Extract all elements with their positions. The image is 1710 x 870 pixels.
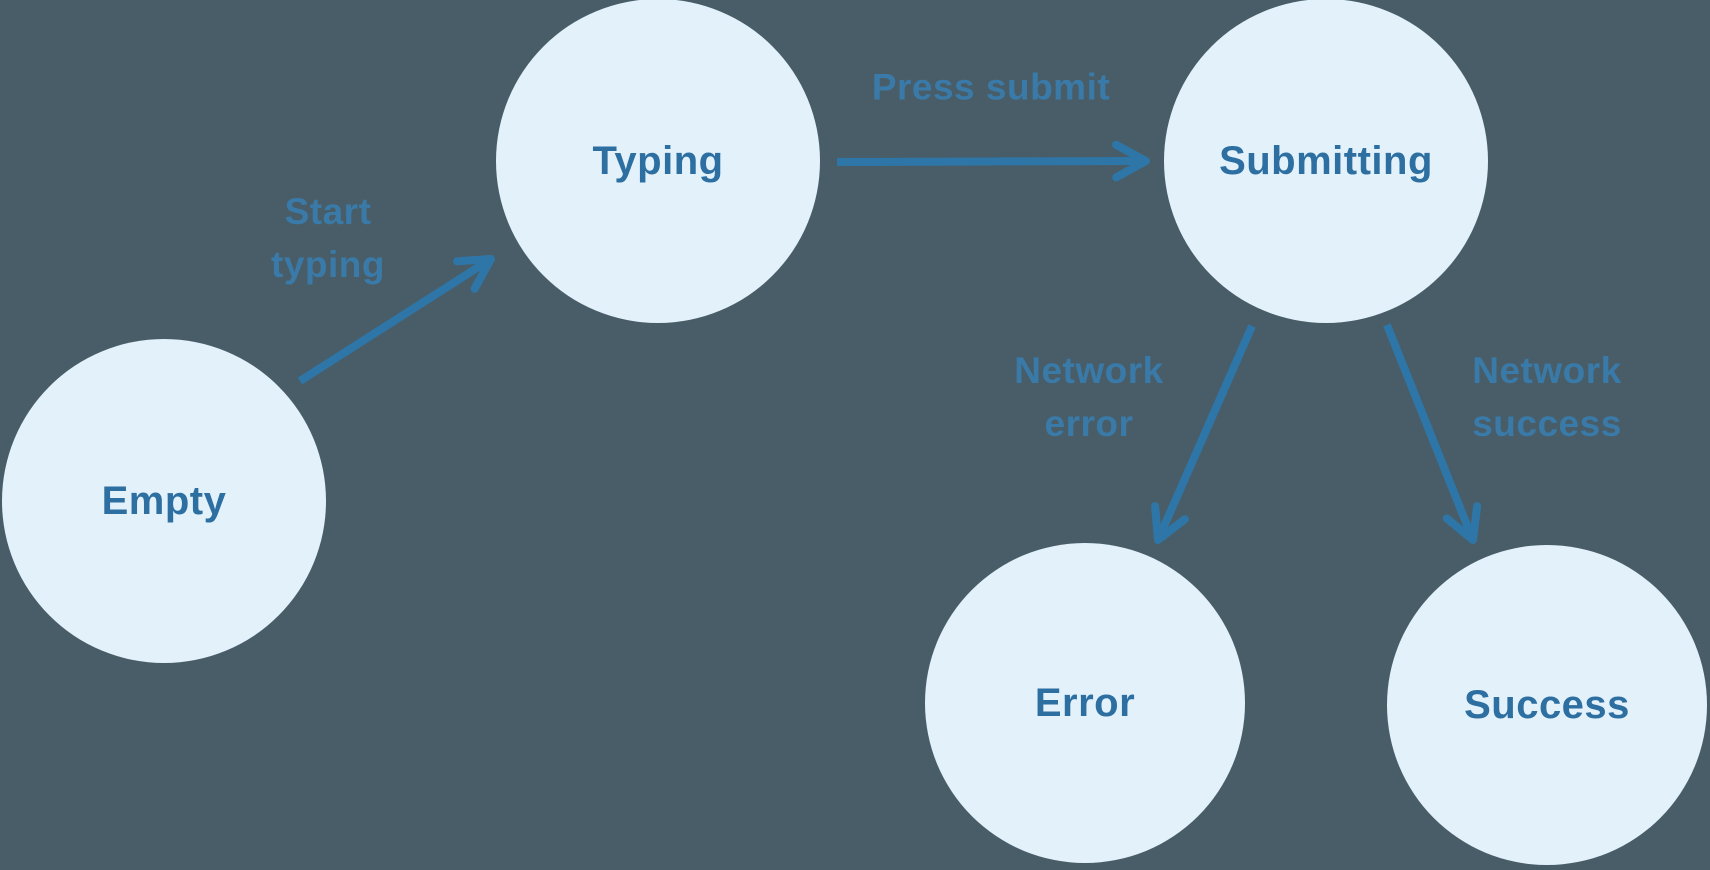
transition-label-network-error: Network error: [1014, 344, 1163, 450]
transition-label-network-success: Network success: [1472, 344, 1622, 450]
transition-label-press-submit: Press submit: [872, 61, 1110, 114]
transition-label-line: Network: [1014, 350, 1164, 391]
state-node-submitting: Submitting: [1164, 0, 1488, 323]
transition-label-line: success: [1472, 403, 1622, 444]
state-node-label: Error: [1034, 680, 1136, 725]
state-node-label: Submitting: [1219, 138, 1433, 183]
transition-label-start-typing: Start typing: [271, 185, 385, 291]
state-node-label: Empty: [101, 478, 227, 523]
state-node-empty: Empty: [2, 339, 326, 663]
state-node-success: Success: [1387, 545, 1707, 865]
state-node-label: Success: [1464, 682, 1630, 727]
state-node-label: Typing: [592, 138, 724, 183]
transition-label-line: Network: [1472, 350, 1622, 391]
state-node-error: Error: [925, 543, 1245, 863]
transition-label-line: Press submit: [871, 66, 1111, 108]
state-node-typing: Typing: [496, 0, 820, 323]
transition-label-line: error: [1044, 403, 1134, 444]
transition-label-line: Start: [284, 191, 372, 232]
transition-label-line: typing: [271, 244, 385, 285]
